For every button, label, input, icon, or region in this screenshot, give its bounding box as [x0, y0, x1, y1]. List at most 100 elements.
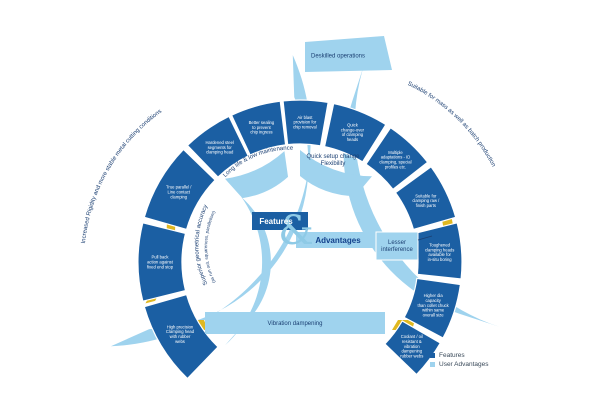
center-advantages-text: Advantages — [315, 236, 361, 245]
feature-text-5-line: chip ingress — [250, 130, 272, 135]
feature-text-11-line: than collet chuck — [418, 303, 450, 308]
feature-box-6 — [282, 99, 329, 147]
feature-text-11-line: Higher dia — [424, 293, 444, 298]
advantage-text-accuracy-sub: (as run out, squareness, parallelism) — [203, 209, 216, 284]
feature-text-11-line: within same — [422, 308, 445, 313]
legend-advantages-label: User Advantages — [439, 360, 489, 368]
legend-item-features: Features — [430, 352, 489, 359]
advantage-text-rigidity: Increased Rigidity and more stable metal… — [81, 109, 163, 244]
feature-text-4-line: clamping head — [206, 150, 234, 155]
feature-text-7-line: Quick — [347, 122, 359, 127]
advantage-text-deskilled-line: Deskilled operations — [311, 54, 365, 60]
legend: Features User Advantages — [430, 352, 489, 369]
feature-box-3 — [143, 148, 216, 231]
feature-text-2-line: action against — [147, 260, 174, 265]
center-ampersand: & — [278, 208, 314, 254]
center-features-box — [252, 212, 308, 230]
feature-text-10-line: in-situ boring — [428, 257, 453, 262]
feature-text-8-line: clamping, special — [379, 160, 411, 165]
feature-text-12-line: dampening — [401, 349, 422, 354]
feature-text-5-line: Better sealing — [249, 120, 275, 125]
feature-text-3-line: Line contact — [167, 190, 190, 195]
feature-text-6-line: chip removal — [293, 124, 317, 129]
feature-text-4-line: segments for — [208, 145, 233, 150]
feature-text-10-line: clamping heads — [425, 247, 454, 252]
feature-box-1 — [143, 293, 219, 380]
center-advantages-box — [296, 232, 374, 248]
center-features-text: Features — [259, 217, 293, 226]
feature-text-7-line: of clamping — [342, 132, 364, 137]
advantage-band-mass-batch — [343, 62, 500, 327]
feature-text-9-line: finish parts — [416, 203, 436, 208]
feature-text-7-line: heads — [347, 137, 358, 142]
advantage-text-lesser-line: Lesser — [388, 240, 406, 246]
feature-text-12-line: rubber webs — [400, 353, 423, 358]
legend-item-advantages: User Advantages — [430, 361, 489, 368]
feature-text-1-line: webs — [175, 339, 185, 344]
feature-text-12-line: Coolant / oil — [401, 334, 423, 339]
feature-box-2 — [137, 222, 187, 302]
feature-text-12-line: vibration — [404, 344, 420, 349]
advantage-band-longlife — [225, 151, 289, 199]
advantage-text-deskilled: Deskilled operations — [311, 54, 365, 60]
feature-text-7-line: change-over — [341, 127, 365, 132]
features-swatch — [430, 353, 435, 358]
feature-box-11 — [403, 277, 462, 339]
advantage-text-vibration: Vibration dampening — [268, 321, 323, 327]
feature-text-9-line: clamping raw / — [412, 198, 440, 203]
feature-text-6-line: Air blast — [297, 115, 313, 120]
advantage-text-lesser-line: interference — [381, 247, 413, 253]
advantage-band-vibration — [205, 312, 385, 334]
feature-text-3-line: clamping — [170, 194, 187, 199]
feature-box-5 — [230, 100, 287, 156]
feature-text-12-line: resistant & — [402, 339, 422, 344]
feature-text-11-line: capacity — [425, 298, 441, 303]
feature-text-1-line: High precision — [167, 324, 194, 329]
feature-text-8-line: Multiple — [388, 150, 403, 155]
feature-box-4 — [186, 115, 250, 178]
advantage-text-rigidity-path: Increased Rigidity and more stable metal… — [81, 109, 163, 244]
feature-text-11-line: overall size — [423, 312, 445, 317]
feature-box-7 — [323, 102, 387, 163]
feature-text-1-line: with rubber — [170, 334, 191, 339]
feature-text-5-line: to prevent — [252, 125, 271, 130]
feature-text-10-line: available for — [428, 252, 451, 257]
feature-text-9-line: Suitable for — [415, 193, 437, 198]
feature-text-2-line: fixed end stop — [147, 264, 174, 269]
advantage-text-accuracy-sub-path: (as run out, squareness, parallelism) — [203, 209, 216, 284]
feature-text-8-line: profiles etc. — [385, 164, 406, 169]
feature-text-10-line: Toughened — [429, 243, 450, 248]
feature-box-8 — [365, 126, 429, 191]
advantage-band-quicksetup — [300, 150, 372, 197]
feature-text-6-line: provision for — [293, 120, 316, 125]
advantage-band-rigidity — [110, 55, 311, 347]
feature-text-3-line: True parallel / — [166, 185, 192, 190]
advantage-band-deskilled — [305, 36, 392, 72]
feature-box-9 — [394, 165, 457, 231]
feature-text-4-line: Hardened steel — [205, 140, 233, 145]
feature-text-8-line: adaptations - ID — [381, 155, 411, 160]
feature-text-1-line: Clamping head — [166, 329, 195, 334]
advantage-box-lesser — [375, 231, 419, 261]
feature-text-2-line: Pull back — [152, 255, 170, 260]
advantages-swatch — [430, 361, 435, 367]
lesser-connector-line — [417, 235, 433, 241]
legend-features-label: Features — [439, 352, 465, 359]
advantage-text-quicksetup-line: Flexibility — [321, 161, 346, 167]
advantage-text-quicksetup-line: Quick setup change — [306, 154, 360, 160]
